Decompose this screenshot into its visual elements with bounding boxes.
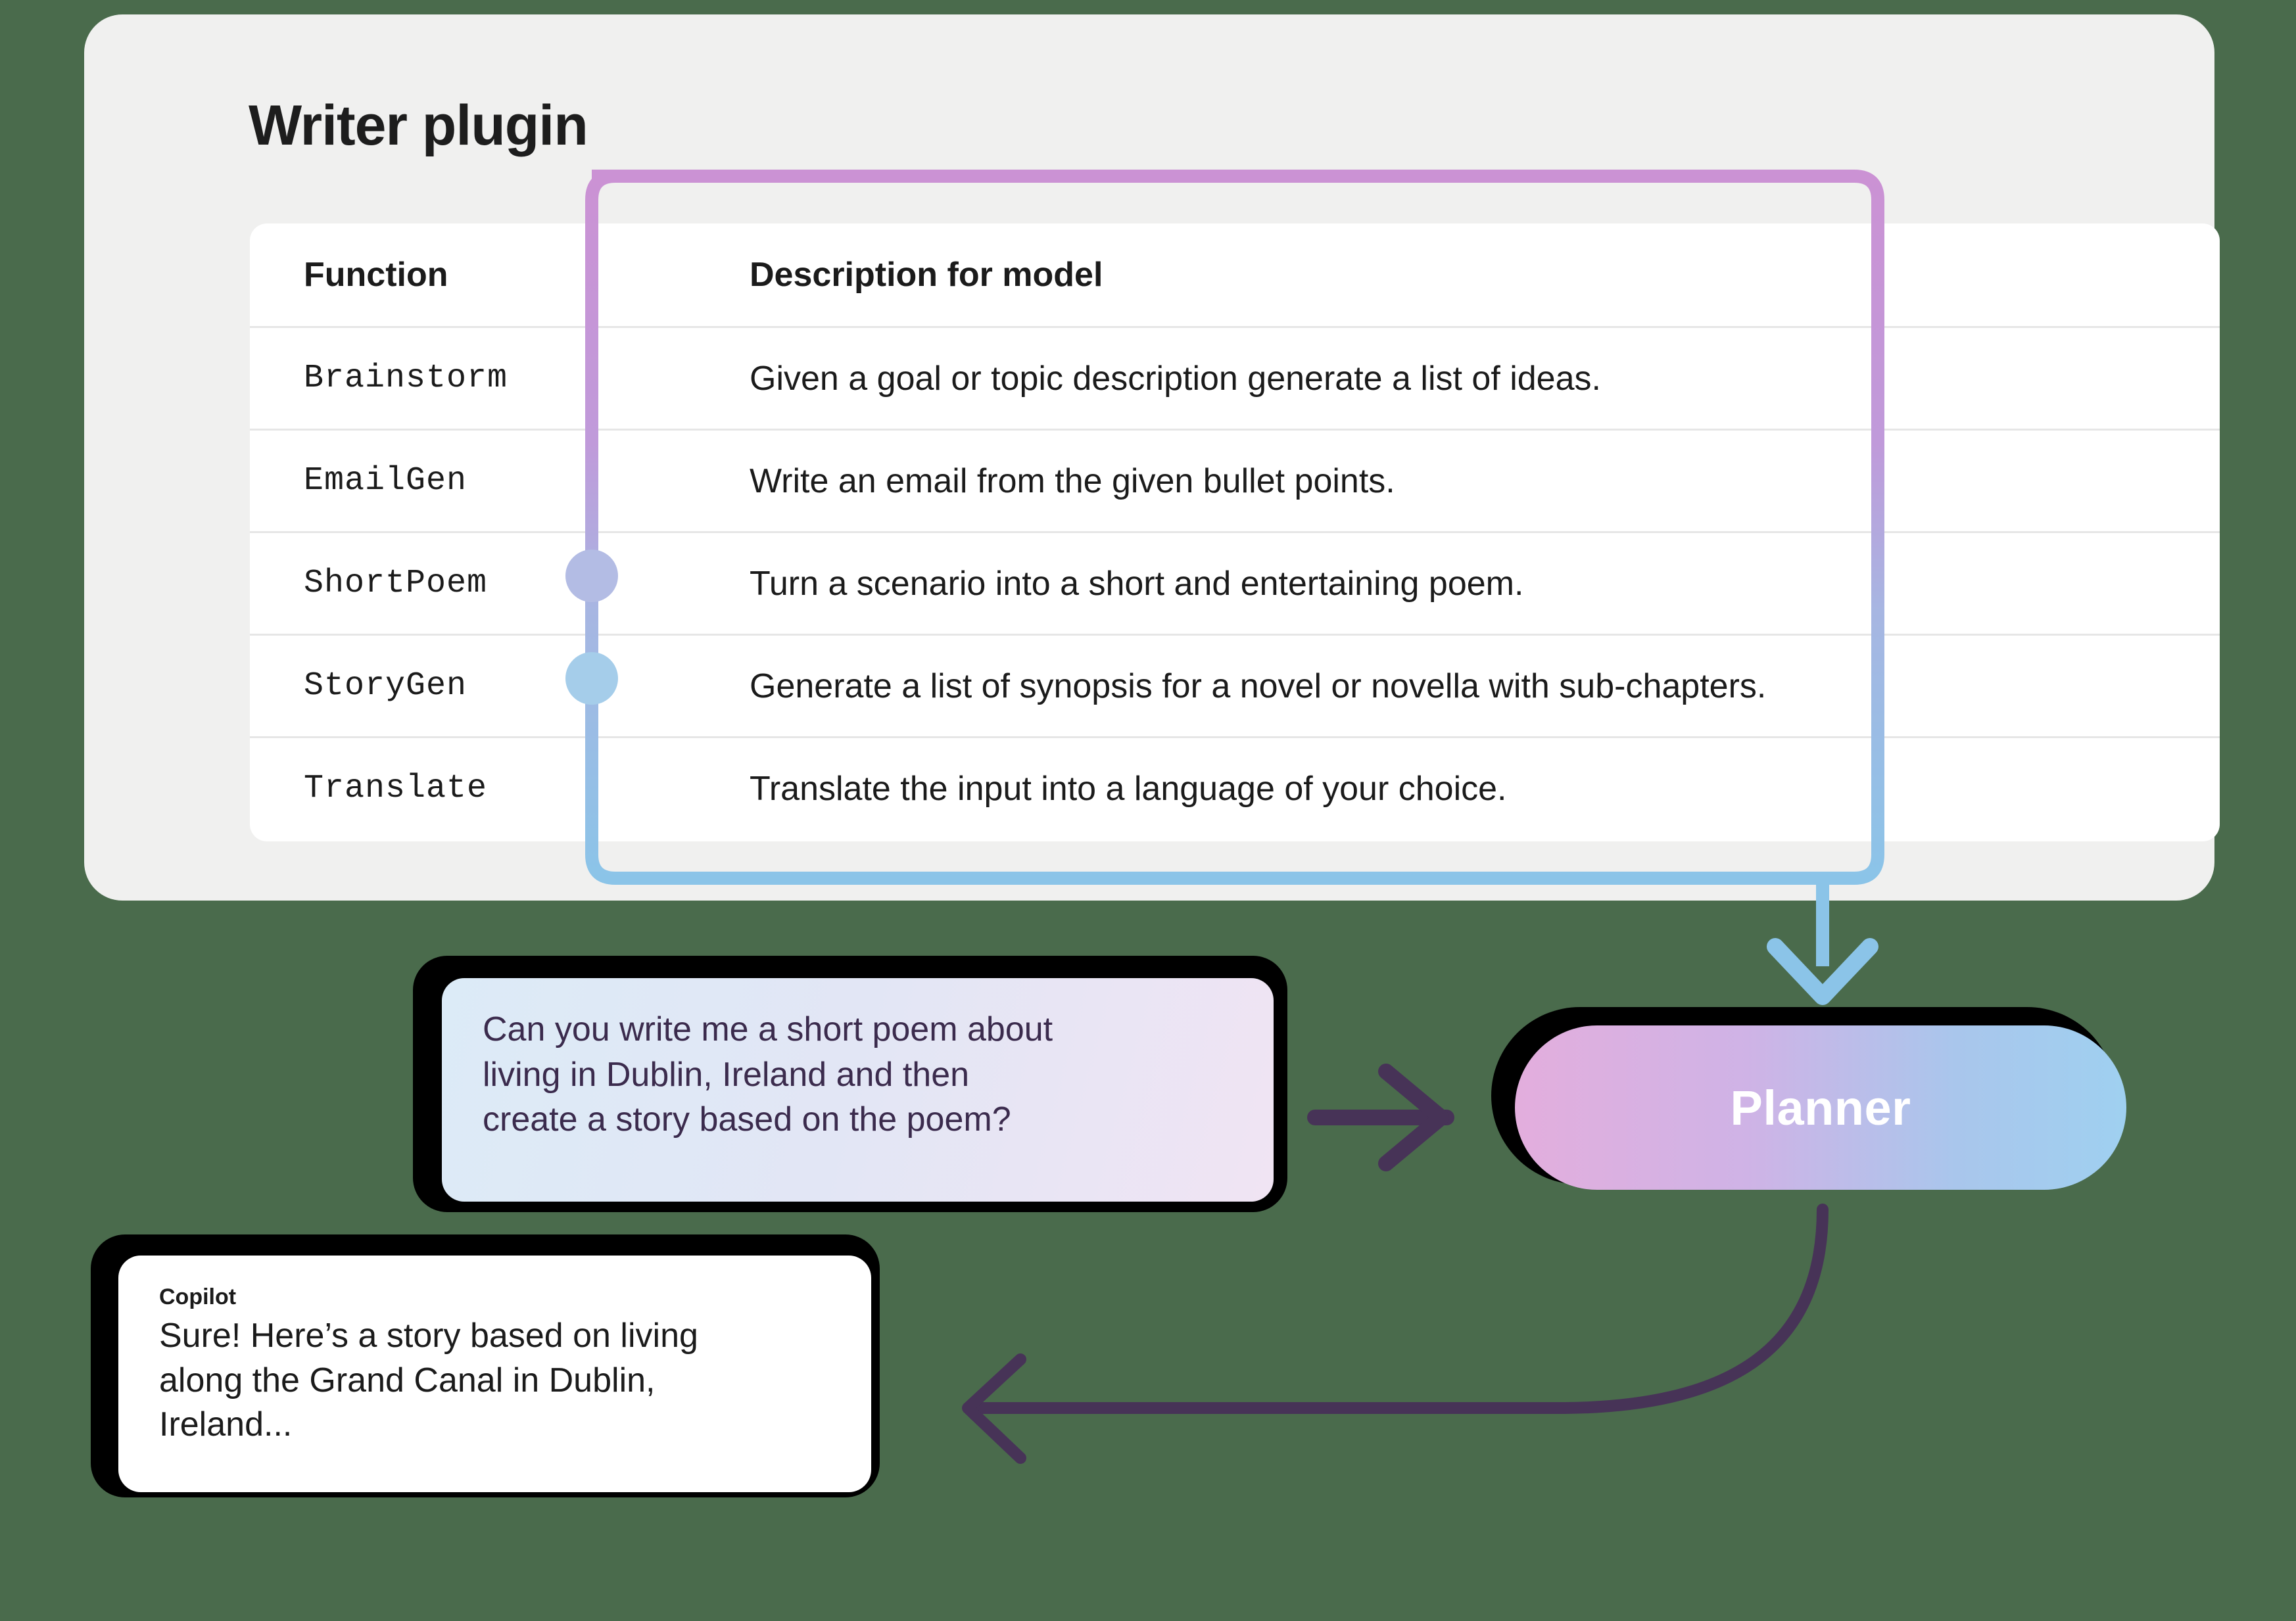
function-description: Given a goal or topic description genera… [750, 359, 1601, 398]
function-table: Function Description for model Brainstor… [250, 223, 2220, 841]
planner-pill[interactable]: Planner [1515, 1025, 2126, 1190]
user-prompt-line: Can you write me a short poem about [483, 1010, 1053, 1048]
user-prompt-line: living in Dublin, Ireland and then [483, 1055, 970, 1094]
function-description: Turn a scenario into a short and enterta… [750, 564, 1524, 603]
planner-label: Planner [1730, 1080, 1911, 1135]
copilot-reply-line: Ireland... [159, 1405, 293, 1444]
planner-to-copilot-curve [974, 1204, 1829, 1414]
writer-plugin-card: Writer plugin Function Description for m… [84, 14, 2220, 901]
copilot-reply-body: Copilot Sure! Here’s a story based on li… [118, 1256, 871, 1492]
function-name: ShortPoem [304, 565, 488, 602]
copilot-reply-line: along the Grand Canal in Dublin, [159, 1361, 656, 1399]
copilot-reply-bubble: Copilot Sure! Here’s a story based on li… [91, 1234, 907, 1518]
user-prompt-line: create a story based on the poem? [483, 1100, 1011, 1139]
table-row[interactable]: Brainstorm Given a goal or topic descrip… [250, 326, 2220, 429]
function-name: EmailGen [304, 462, 467, 500]
planner-node[interactable]: Planner [1491, 1007, 2130, 1198]
table-header-row: Function Description for model [250, 223, 2220, 326]
page-title: Writer plugin [249, 94, 588, 157]
user-prompt-bubble: Can you write me a short poem about livi… [413, 956, 1316, 1234]
function-name: Translate [304, 770, 488, 807]
table-row[interactable]: ShortPoem Turn a scenario into a short a… [250, 531, 2220, 634]
column-header-function: Function [304, 256, 448, 294]
column-header-description: Description for model [750, 256, 1103, 294]
function-name: StoryGen [304, 667, 467, 705]
table-row[interactable]: EmailGen Write an email from the given b… [250, 429, 2220, 531]
copilot-sender-label: Copilot [159, 1284, 237, 1309]
arrow-right-icon [1378, 1064, 1449, 1171]
arrow-down-icon [1767, 938, 1878, 1005]
function-name: Brainstorm [304, 360, 508, 397]
function-description: Generate a list of synopsis for a novel … [750, 667, 1767, 705]
function-description: Translate the input into a language of y… [750, 769, 1507, 808]
arrow-left-icon [962, 1353, 1026, 1464]
copilot-reply-line: Sure! Here’s a story based on living [159, 1317, 698, 1355]
table-row[interactable]: Translate Translate the input into a lan… [250, 736, 2220, 839]
table-row[interactable]: StoryGen Generate a list of synopsis for… [250, 634, 2220, 736]
function-description: Write an email from the given bullet poi… [750, 461, 1395, 500]
user-prompt-body: Can you write me a short poem about livi… [442, 978, 1274, 1202]
